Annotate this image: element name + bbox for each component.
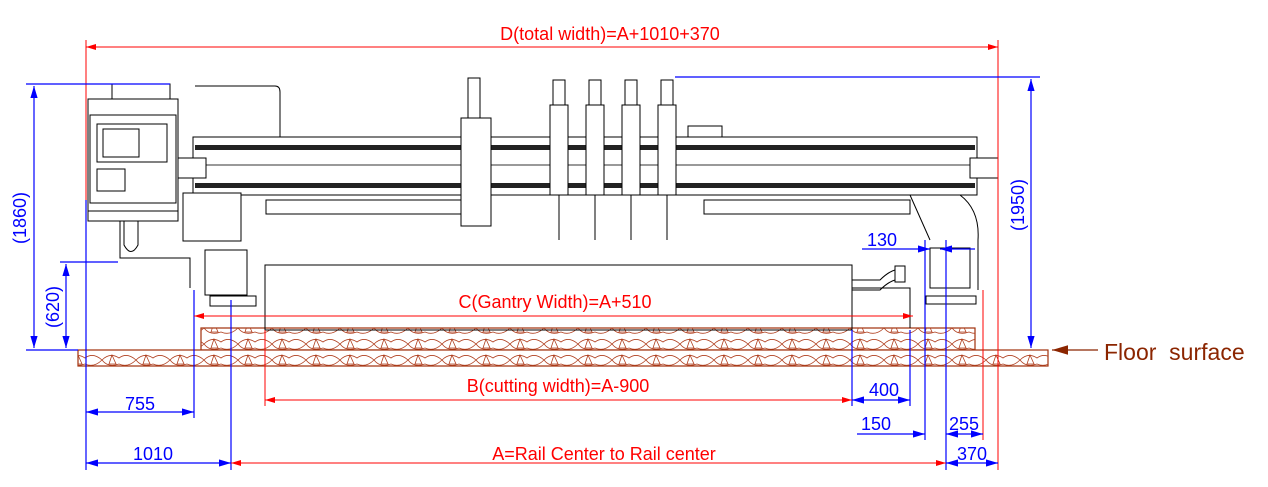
floor-surface-label: Floor surface — [1104, 339, 1245, 365]
label-1010: 1010 — [133, 444, 173, 464]
floor — [77, 327, 1049, 367]
torches — [549, 79, 677, 240]
label-150: 150 — [861, 414, 891, 434]
label-130: 130 — [867, 230, 897, 250]
label-cutting-width: B(cutting width)=A-900 — [467, 376, 650, 396]
label-620: (620) — [43, 286, 63, 328]
label-total-width: D(total width)=A+1010+370 — [500, 24, 720, 44]
label-755: 755 — [125, 394, 155, 414]
gantry-machine — [87, 77, 999, 331]
label-1860: (1860) — [10, 192, 30, 244]
label-1950: (1950) — [1008, 179, 1028, 231]
label-rail-center: A=Rail Center to Rail center — [492, 444, 716, 464]
label-400: 400 — [869, 380, 899, 400]
label-gantry-width: C(Gantry Width)=A+510 — [458, 292, 651, 312]
label-255: 255 — [949, 414, 979, 434]
label-370: 370 — [957, 444, 987, 464]
